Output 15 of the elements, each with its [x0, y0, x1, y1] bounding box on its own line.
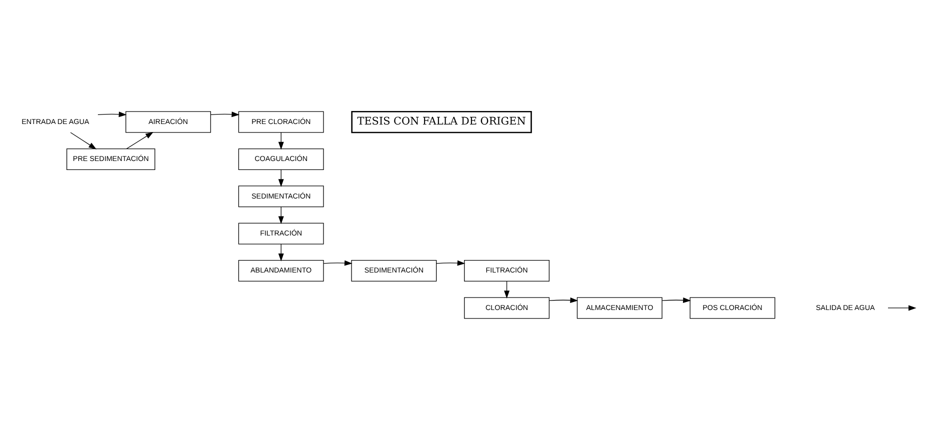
arrow — [278, 132, 284, 150]
arrow — [210, 112, 239, 118]
arrow — [887, 305, 916, 311]
arrow — [548, 298, 578, 303]
arrow — [278, 244, 284, 262]
arrow — [278, 169, 284, 187]
arrow — [661, 298, 690, 303]
label: TESIS CON FALLA DE ORIGEN — [356, 116, 526, 128]
arrow — [504, 280, 510, 298]
arrow — [70, 132, 96, 150]
arrow — [97, 112, 126, 118]
arrow — [126, 132, 153, 150]
arrow — [322, 260, 352, 266]
arrow — [436, 260, 465, 266]
arrow — [278, 206, 284, 224]
